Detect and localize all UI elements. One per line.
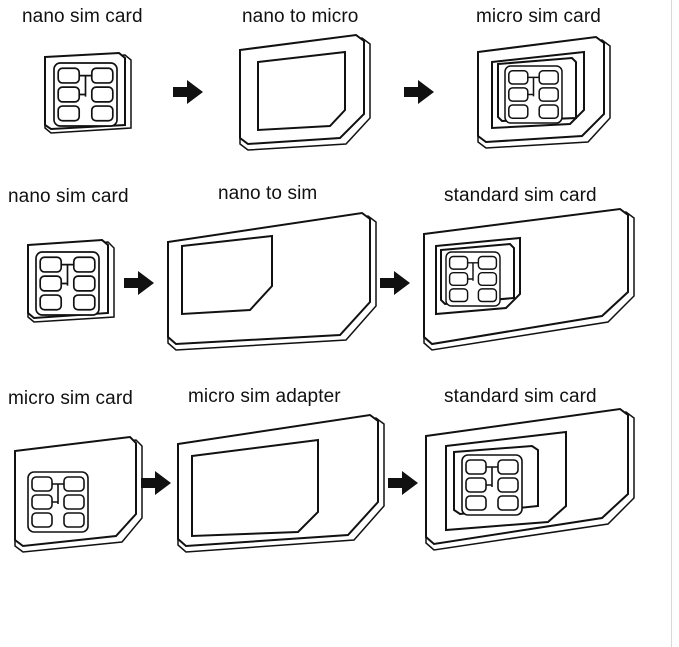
right-arrow-icon xyxy=(173,80,203,104)
right-arrow-icon xyxy=(404,80,434,104)
row1-micro-sim-card-label: micro sim card xyxy=(476,6,601,27)
row2-nano-to-sim-label: nano to sim xyxy=(218,183,318,204)
right-border-line xyxy=(671,0,672,647)
row2-standard-sim-card xyxy=(423,207,635,351)
row1-micro-sim-card xyxy=(477,35,611,149)
row1-nano-to-micro-adapter xyxy=(239,33,371,151)
row3-micro-sim-adapter-label: micro sim adapter xyxy=(188,386,341,407)
row3-standard-sim-card-label: standard sim card xyxy=(444,386,597,407)
row3-micro-sim-card-label: micro sim card xyxy=(8,388,133,409)
row1-nano-sim-card xyxy=(44,51,132,134)
right-arrow-icon xyxy=(380,271,410,295)
row1-nano-sim-card-label: nano sim card xyxy=(22,6,143,27)
row2-nano-sim-card-label: nano sim card xyxy=(8,186,129,207)
row1-nano-to-micro-label: nano to micro xyxy=(242,6,359,27)
row3-micro-sim-card xyxy=(14,435,143,553)
row2-nano-to-sim-adapter xyxy=(167,211,377,351)
row3-standard-sim-card xyxy=(425,407,635,551)
right-arrow-icon xyxy=(141,471,171,495)
row2-nano-sim-card xyxy=(27,238,115,323)
row2-standard-sim-card-label: standard sim card xyxy=(444,185,597,206)
row3-micro-sim-adapter xyxy=(177,413,385,553)
right-arrow-icon xyxy=(388,471,418,495)
right-arrow-icon xyxy=(124,271,154,295)
